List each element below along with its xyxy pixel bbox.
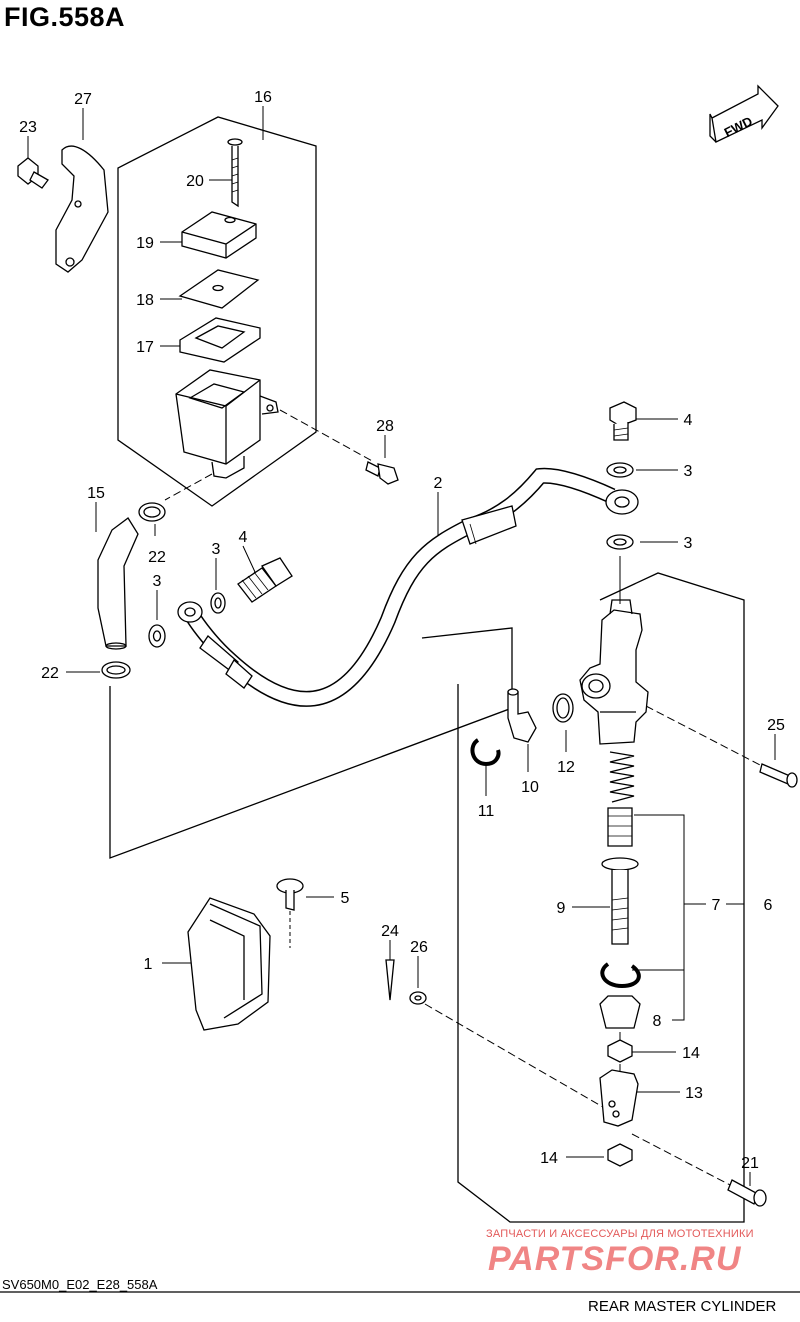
callout-19: 19	[136, 235, 154, 252]
reservoir-body	[175, 369, 261, 465]
callout-25: 25	[767, 717, 785, 734]
hose-group-bracket	[109, 627, 513, 859]
callout-4-left: 4	[239, 529, 248, 546]
push-rod-9	[601, 857, 639, 871]
plate-18	[178, 269, 260, 309]
pin-21	[727, 1179, 759, 1205]
callout-28: 28	[376, 418, 394, 435]
callout-7: 7	[712, 897, 721, 914]
callout-1: 1	[144, 956, 153, 973]
callout-9: 9	[557, 900, 566, 917]
screw-20	[227, 138, 243, 146]
callout-17: 17	[136, 339, 154, 356]
figure-caption: REAR MASTER CYLINDER	[588, 1298, 777, 1315]
callout-15: 15	[87, 485, 105, 502]
callout-26: 26	[410, 939, 428, 956]
callout-5: 5	[341, 890, 350, 907]
callout-22-upper: 22	[148, 549, 166, 566]
callout-12: 12	[557, 759, 575, 776]
callout-3-left: 3	[153, 573, 162, 590]
callout-23: 23	[19, 119, 37, 136]
washer-3-upper-right	[606, 462, 634, 478]
callout-27: 27	[74, 91, 92, 108]
callout-20: 20	[186, 173, 204, 190]
washer-3-mid	[210, 592, 226, 614]
piston-7	[607, 807, 633, 847]
callout-11: 11	[478, 803, 495, 820]
callout-22-lower: 22	[41, 665, 59, 682]
bracket-27	[55, 145, 109, 273]
nut-14-upper	[607, 1039, 633, 1063]
boot-8	[599, 995, 641, 1029]
connector-10	[507, 691, 537, 743]
callout-13: 13	[685, 1085, 703, 1102]
callout-3-mid: 3	[212, 541, 221, 558]
cover-1	[187, 897, 271, 1031]
watermark-tagline: ЗАПЧАСТИ И АКСЕССУАРЫ ДЛЯ МОТОТЕХНИКИ	[486, 1228, 754, 1240]
bolt-28	[365, 461, 381, 477]
callout-3-lower-right: 3	[684, 535, 693, 552]
reservoir-group-frame	[117, 116, 317, 507]
callout-21: 21	[741, 1155, 759, 1172]
watermark-logo: PARTSFOR.RU	[488, 1240, 742, 1278]
callout-6: 6	[764, 897, 773, 914]
figure-title: FIG.558A	[4, 2, 126, 32]
figure-code: SV650M0_E02_E28_558A	[2, 1277, 158, 1292]
reservoir-hose-15	[97, 517, 139, 647]
cotter-pin-24	[385, 959, 395, 1001]
washer-26	[409, 991, 427, 1005]
diaphragm-17	[179, 317, 261, 363]
washer-3-lower-right	[606, 534, 634, 550]
callout-18: 18	[136, 292, 154, 309]
master-cylinder-group-frame	[457, 572, 745, 1223]
callout-14-lower: 14	[540, 1150, 558, 1167]
callout-4-right: 4	[684, 412, 693, 429]
washer-3-left	[148, 624, 166, 648]
callout-8: 8	[653, 1013, 662, 1030]
spring	[609, 751, 635, 803]
master-cylinder-body	[579, 609, 649, 745]
callout-2: 2	[434, 475, 443, 492]
callout-24: 24	[381, 923, 399, 940]
cap-19	[181, 211, 257, 259]
fwd-arrow-icon	[711, 84, 779, 143]
callout-3-upper-right: 3	[684, 463, 693, 480]
clevis-13	[599, 1069, 639, 1127]
callout-10: 10	[521, 779, 539, 796]
nut-14-lower	[607, 1143, 633, 1167]
clamp-22-upper	[138, 502, 166, 522]
circlip-11	[470, 738, 501, 767]
clamp-22-lower	[101, 661, 131, 679]
callout-16: 16	[254, 89, 272, 106]
union-bolt-4-right	[609, 401, 637, 427]
callout-14-upper: 14	[682, 1045, 700, 1062]
bolt-25	[759, 763, 791, 785]
